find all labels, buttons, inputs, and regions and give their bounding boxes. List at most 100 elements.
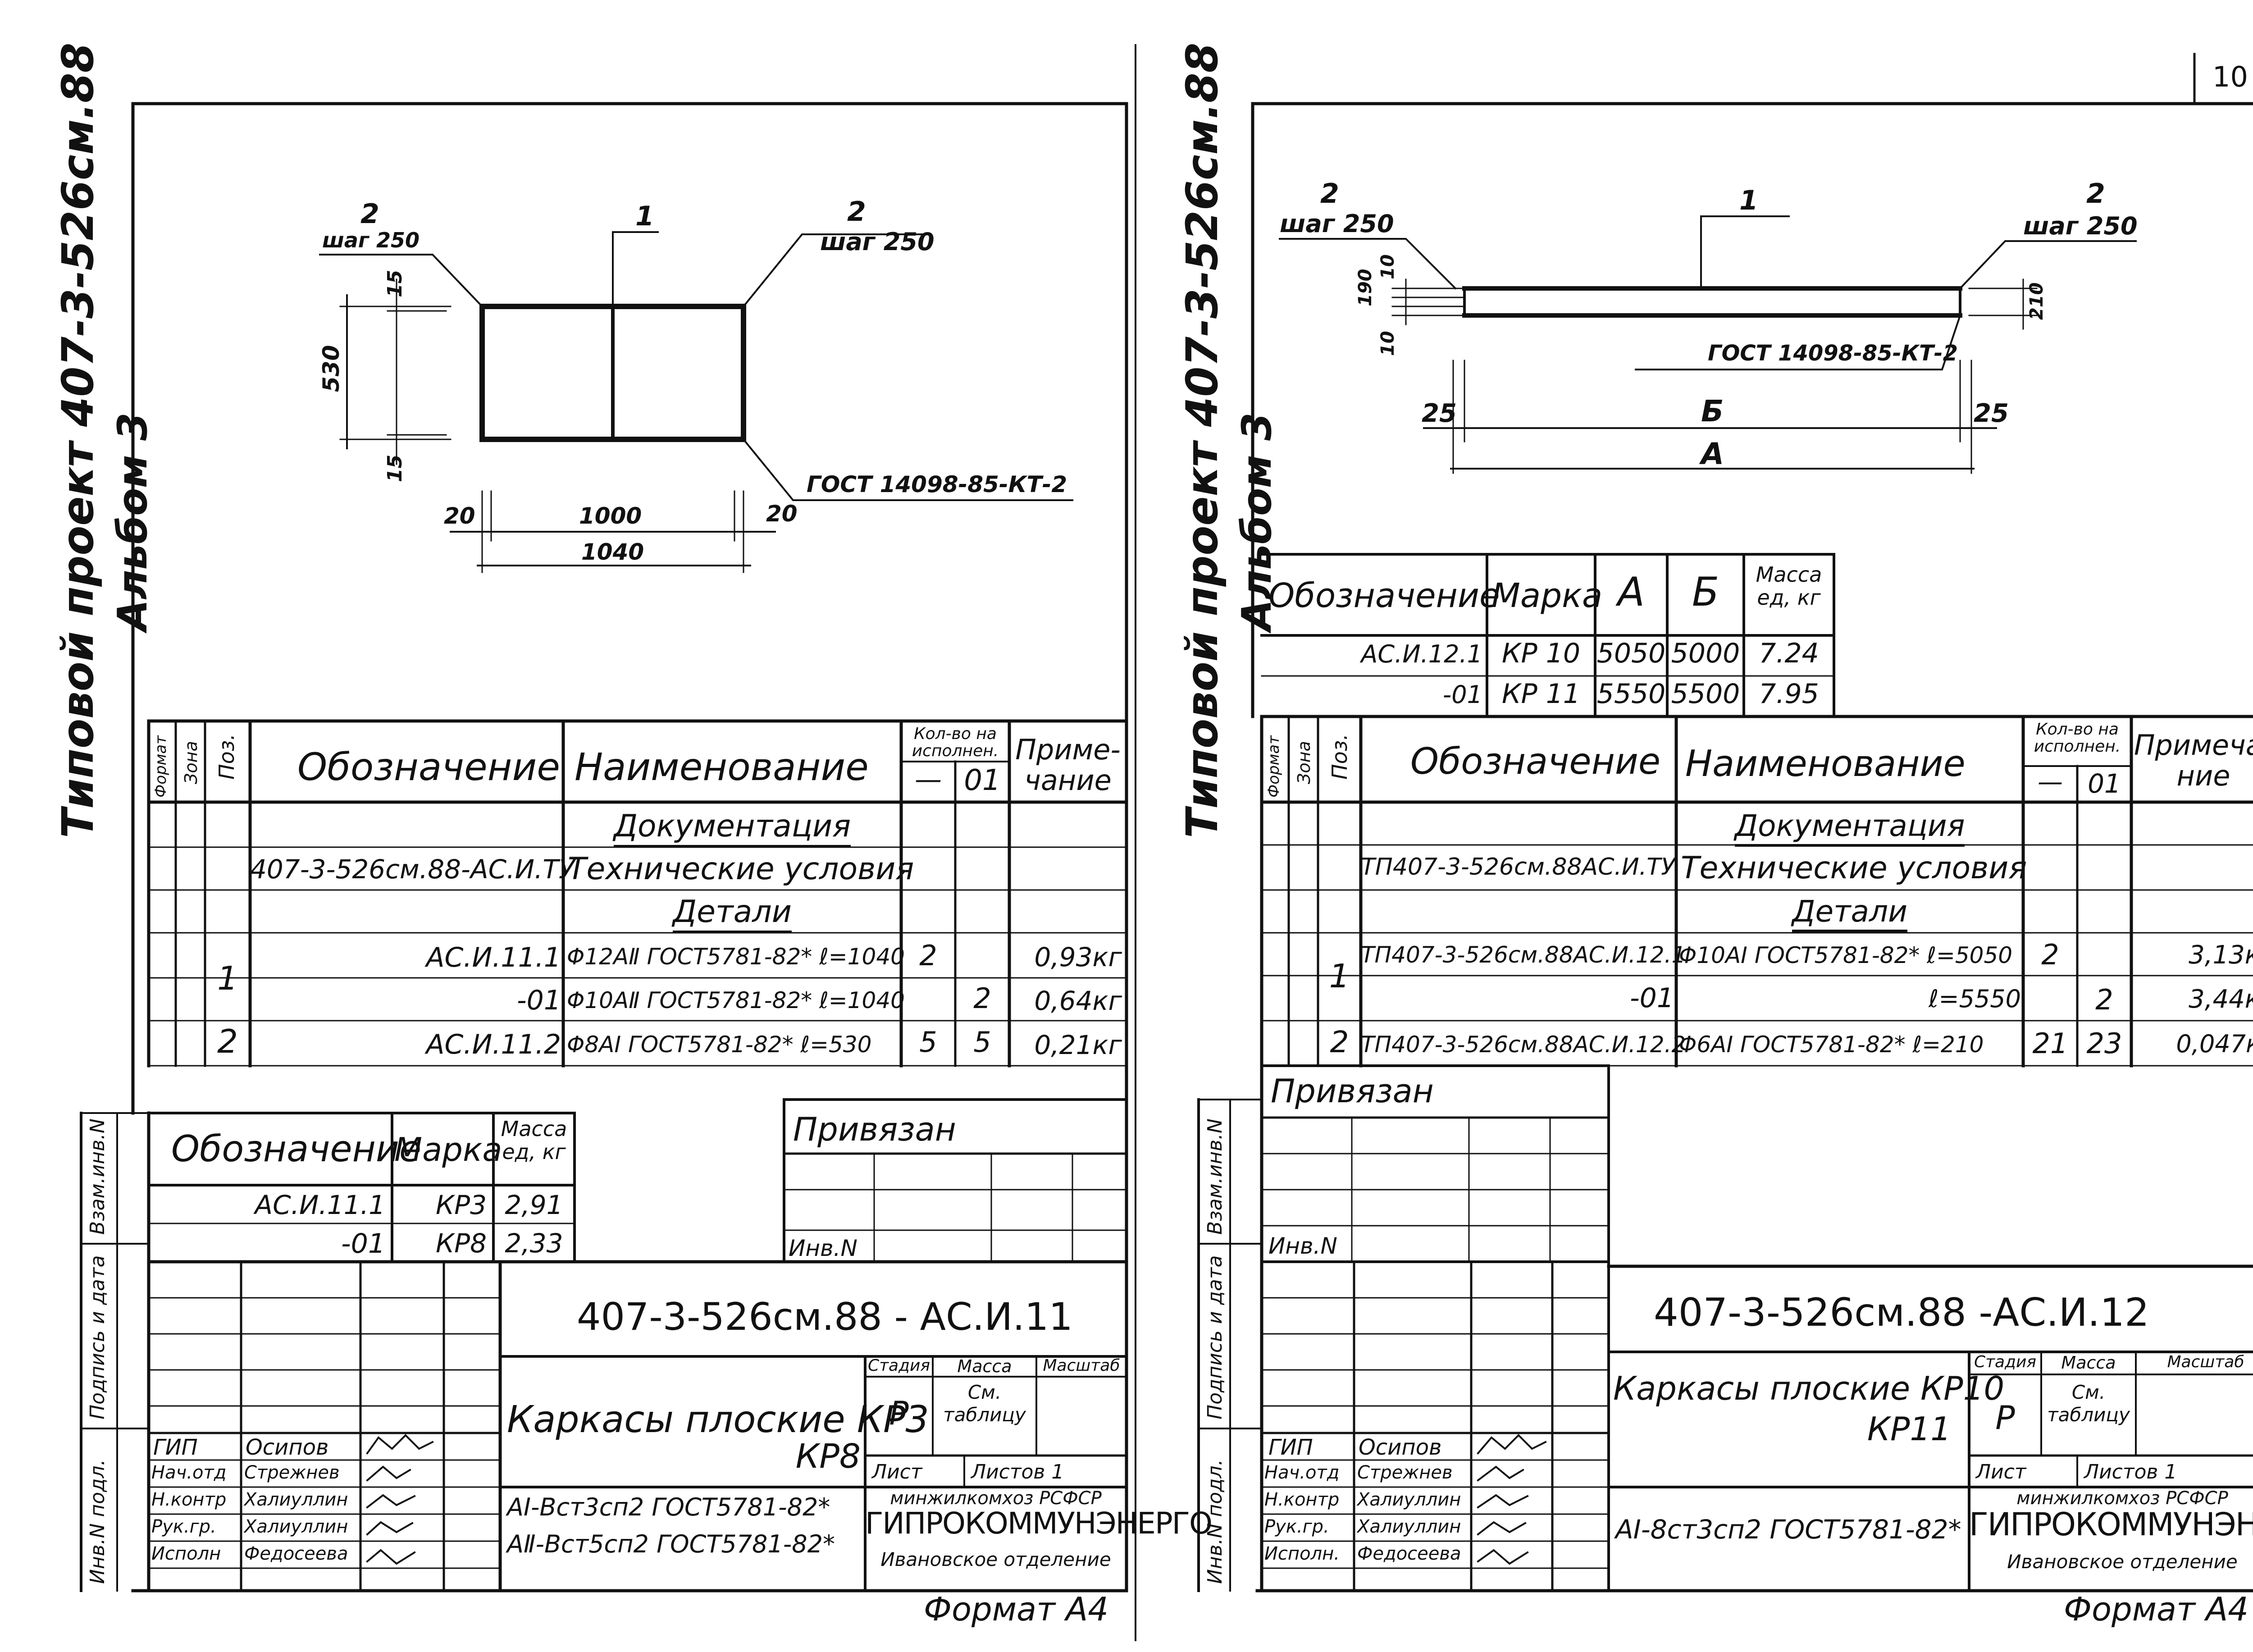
left-stamp-role-2: Нач.отд <box>151 1462 227 1483</box>
right-sizes-col-mass: Масса ед, кг <box>1756 562 1822 610</box>
right-leader-step-1: шаг 250 <box>1280 210 1394 238</box>
right-sizes-row-1-a: 5050 <box>1596 638 1666 669</box>
right-stamp-mass: См. таблицу <box>2047 1381 2130 1426</box>
right-sizes-row-1-b: 5000 <box>1671 638 1740 669</box>
right-stamp-stage: Р <box>1995 1399 2015 1437</box>
left-spec-row-4-pos: 1 <box>217 959 238 997</box>
left-spec-row-5-note: 0,64кг <box>1034 986 1122 1016</box>
right-stamp-org1: минжилкомхоз РСФСР <box>2016 1488 2228 1509</box>
right-leader-num-2: 2 <box>2086 178 2105 210</box>
right-spec-row-6-q2: 23 <box>2086 1027 2122 1060</box>
left-spec-row-4-q1: 2 <box>919 939 937 972</box>
right-stamp-name-2: Стрежнев <box>1357 1462 1453 1483</box>
left-spec-row-4-note: 0,93кг <box>1034 942 1122 972</box>
left-spec-row-6-q1: 5 <box>919 1026 937 1059</box>
right-spec-row-6-q1: 21 <box>2032 1027 2068 1060</box>
right-spec-row-4-pos: 1 <box>1329 957 1350 995</box>
left-spec-row-4-name: Φ12АⅡ ГОСТ5781-82* ℓ=1040 <box>567 944 905 970</box>
left-dim-20-left: 20 <box>444 503 475 529</box>
right-sizes-col-designation: Обозначение <box>1268 576 1500 615</box>
left-spec-row-6-designation: АС.И.11.2 <box>426 1029 561 1060</box>
sheet-right: 10 Типовой проект 407-3-526см.88 Альбом … <box>1140 0 2253 1652</box>
right-sizes-row-2-mass: 7.95 <box>1759 678 1819 710</box>
left-gost-label: ГОСТ 14098-85-КТ-2 <box>807 471 1067 497</box>
left-spec-row-6-q2: 5 <box>973 1026 991 1059</box>
right-bound-title: Привязан <box>1271 1072 1434 1110</box>
right-spec-row-6-note: 0,047кг <box>2176 1030 2253 1058</box>
left-stamp-steel2: AⅡ-Вст5сп2 ГОСТ5781-82* <box>507 1530 835 1558</box>
left-stamp-name-4: Халиуллин <box>244 1516 348 1537</box>
right-stamp-name-5: Федосеева <box>1357 1543 1461 1564</box>
left-stamp-role-1: ГИП <box>153 1435 198 1460</box>
right-sizes-row-1-mark: КР 10 <box>1501 638 1581 669</box>
left-stamp-sheets: Листов 1 <box>971 1460 1064 1483</box>
right-dim-25-left: 25 <box>1422 399 1457 428</box>
left-spec-row-2-designation: 407-3-526см.88-АС.И.ТУ <box>250 854 575 885</box>
left-spec-row-5-designation: -01 <box>517 985 561 1016</box>
right-spec-col-qty-dash: — <box>2038 767 2063 797</box>
right-spec-col-name: Наименование <box>1685 743 1966 785</box>
right-stamp-role-3: Н.контр <box>1264 1489 1340 1510</box>
right-dim-b: Б <box>1701 394 1724 429</box>
left-bound-inv: Инв.N <box>789 1235 857 1261</box>
right-stamp-mass-h: Масса <box>2061 1353 2116 1373</box>
left-stamp-mass-h: Масса <box>957 1356 1012 1376</box>
right-sheet-lines <box>1197 53 2253 1593</box>
right-sizes-col-mark: Марка <box>1491 576 1603 615</box>
left-spec-row-6-name: Φ8АI ГОСТ5781-82* ℓ=530 <box>567 1031 872 1058</box>
left-stamp-role-3: Н.контр <box>151 1489 227 1510</box>
left-stamp-scale-h: Масштаб <box>1043 1356 1120 1375</box>
right-spec-row-2-name: Технические условия <box>1681 850 2027 886</box>
right-stamp-name-4: Халиуллин <box>1357 1516 1461 1537</box>
right-leader-step-2: шаг 250 <box>2023 212 2138 240</box>
left-marks-row-2-mass: 2,33 <box>505 1228 563 1259</box>
left-stamp-steel1: AI-Вст3сп2 ГОСТ5781-82* <box>507 1493 830 1521</box>
right-stamp-sheets: Листов 1 <box>2084 1460 2177 1483</box>
right-sizes-col-a: А <box>1617 569 1645 615</box>
left-spec-row-5-q2: 2 <box>973 982 991 1015</box>
right-spec-row-4-name: Φ10АI ГОСТ5781-82* ℓ=5050 <box>1679 942 2013 968</box>
left-spec-row-1-name: Документация <box>613 808 851 848</box>
right-sizes-row-2-b: 5500 <box>1671 678 1740 710</box>
left-marks-col-mass: Масса ед, кг <box>501 1117 567 1164</box>
left-stamp-mass: См. таблицу <box>943 1381 1026 1426</box>
left-dim-20-right: 20 <box>766 501 798 527</box>
right-stamp-role-1: ГИП <box>1268 1435 1313 1460</box>
right-spec-col-designation: Обозначение <box>1410 740 1661 782</box>
left-marks-col-designation: Обозначение <box>171 1128 422 1170</box>
right-stamp-role-4: Рук.гр. <box>1264 1516 1329 1537</box>
right-spec-row-6-designation: ТП407-3-526см.88АС.И.12.2 <box>1361 1031 1686 1058</box>
right-spec-row-4-q1: 2 <box>2041 938 2059 971</box>
left-spec-col-designation: Обозначение <box>297 745 560 789</box>
left-dim-1040: 1040 <box>581 539 644 565</box>
left-stamp-name-3: Халиуллин <box>244 1489 348 1510</box>
right-spec-row-5-name: ℓ=5550 <box>1929 985 2021 1013</box>
left-spec-col-note: Приме-чание <box>1015 733 1121 797</box>
right-spec-row-5-designation: -01 <box>1630 982 1674 1014</box>
left-stamp-org3: Ивановское отделение <box>880 1548 1111 1570</box>
right-stamp-name-3: Халиуллин <box>1357 1489 1461 1510</box>
left-leader-step-1: шаг 250 <box>322 228 420 252</box>
right-spec-row-4-note: 3,13кг <box>2189 940 2253 970</box>
right-signatures <box>1477 1434 1547 1565</box>
left-marks-row-1-designation: АС.И.11.1 <box>255 1190 385 1220</box>
left-spec-col-qty-01: 01 <box>964 764 1001 797</box>
left-stamp-name-2: Стрежнев <box>244 1462 340 1483</box>
right-sizes-col-b: Б <box>1692 569 1719 615</box>
right-stamp-name-1: Осипов <box>1359 1435 1442 1460</box>
left-marks-row-1-mass: 2,91 <box>505 1190 563 1220</box>
left-spec-row-2-name: Технические условия <box>568 851 914 887</box>
right-sizes-row-2-designation: -01 <box>1442 680 1482 709</box>
right-gost-label: ГОСТ 14098-85-КТ-2 <box>1708 341 1958 366</box>
right-spec-row-1-name: Документация <box>1734 808 1965 847</box>
right-sizes-row-2-mark: КР 11 <box>1501 678 1581 710</box>
left-bound-title: Привязан <box>793 1110 956 1148</box>
right-dim-a: А <box>1701 437 1724 471</box>
left-spec-col-name: Наименование <box>575 745 869 789</box>
page-number: 10 <box>2212 60 2248 93</box>
left-leader-num-2: 2 <box>847 196 866 228</box>
right-stamp-title: Каркасы плоские КР10 <box>1613 1369 2005 1407</box>
left-leader-num-mid: 1 <box>635 201 654 232</box>
right-leader-num-1: 2 <box>1320 178 1339 210</box>
right-spec-row-3-name: Детали <box>1792 894 1908 932</box>
